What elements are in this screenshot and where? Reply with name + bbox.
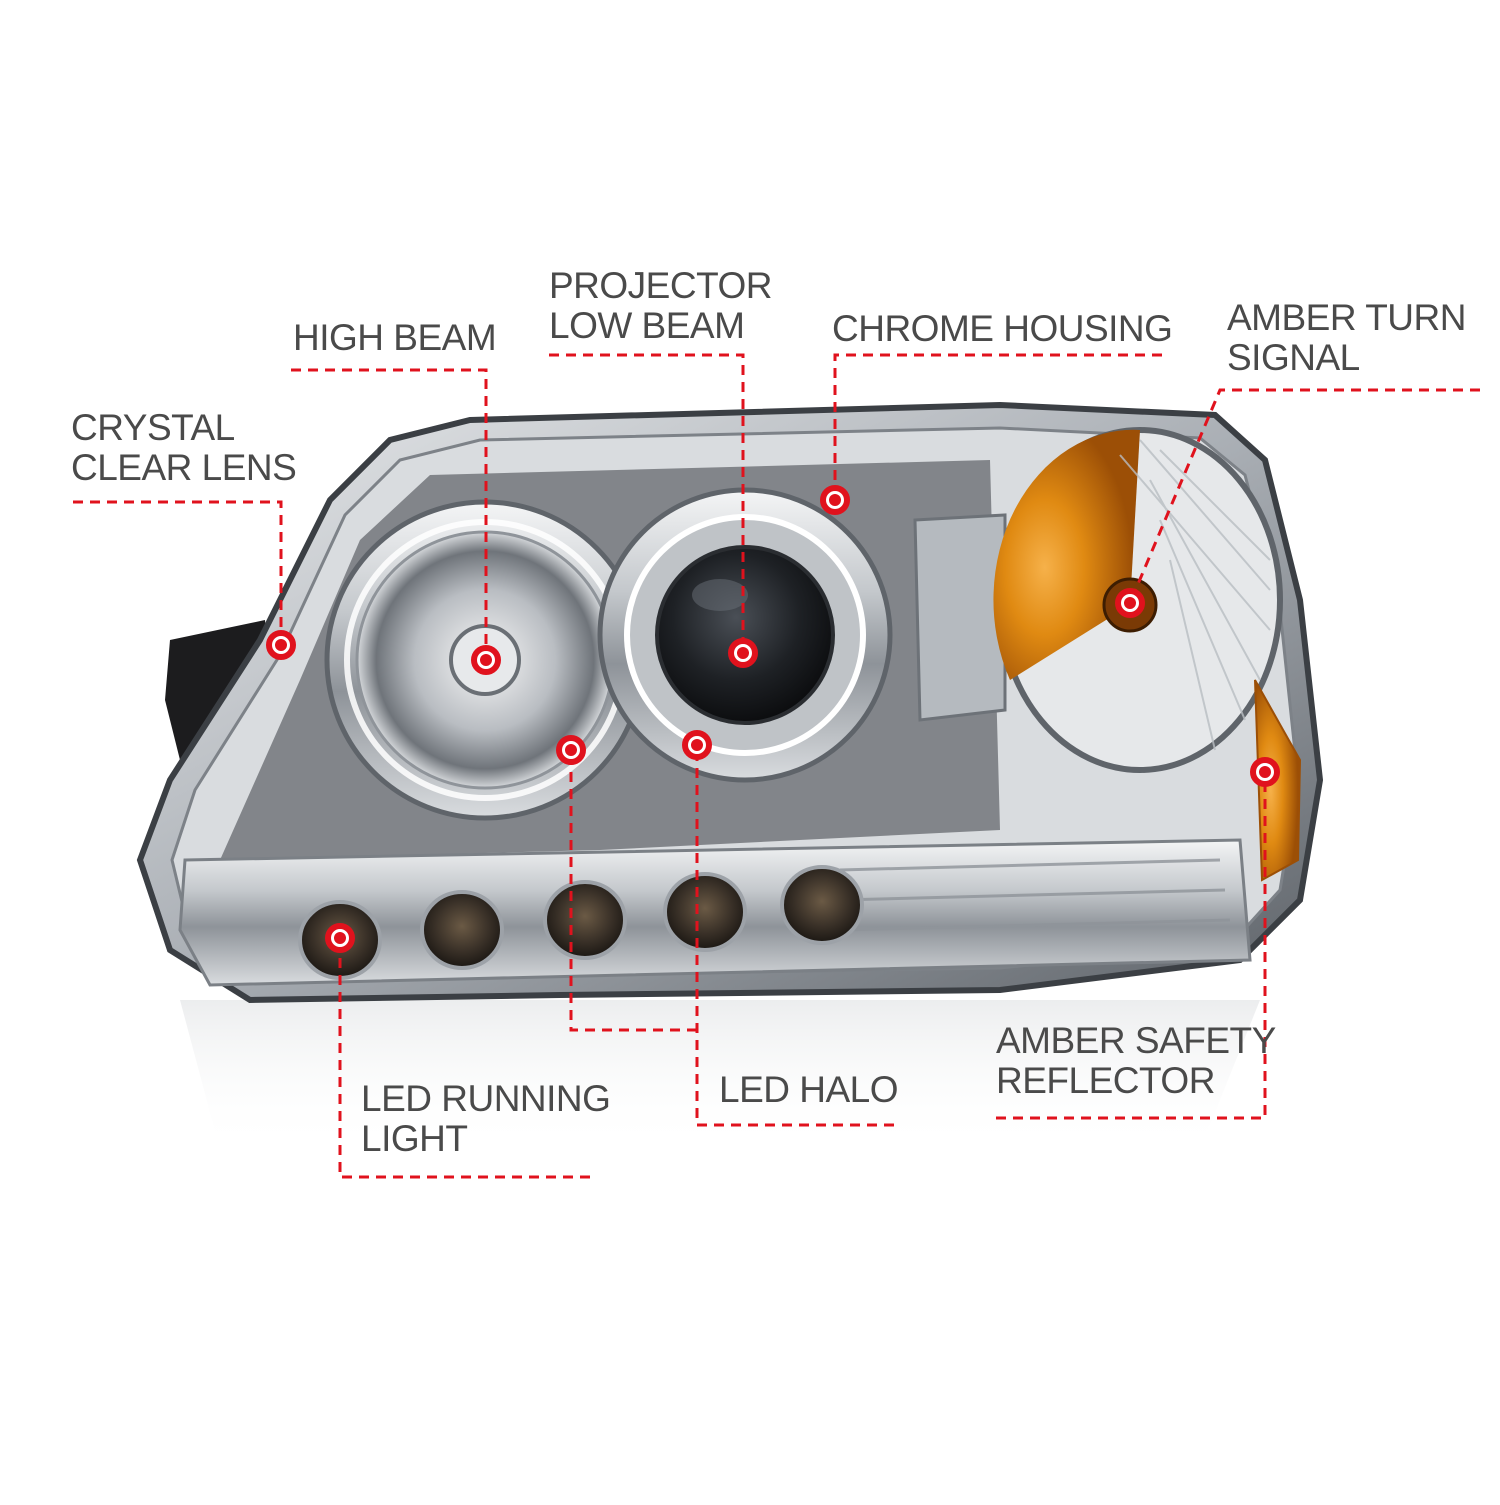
label-led-running-light: LED RUNNING LIGHT — [361, 1078, 611, 1159]
leader-line-projector-low-beam — [549, 353, 745, 653]
callout-marker-dot — [1259, 766, 1271, 778]
label-line: HIGH BEAM — [293, 317, 497, 358]
label-chrome-housing: CHROME HOUSING — [832, 308, 1173, 349]
label-line: SIGNAL — [1227, 337, 1360, 378]
label-line: CRYSTAL — [71, 407, 235, 448]
callout-marker-dot — [737, 647, 749, 659]
label-amber-turn-signal: AMBER TURN SIGNAL — [1227, 298, 1466, 378]
callout-marker-dot — [275, 639, 287, 651]
label-crystal-clear-lens: CRYSTAL CLEAR LENS — [71, 407, 297, 488]
label-line: LOW BEAM — [549, 305, 745, 346]
label-line: PROJECTOR — [549, 265, 773, 306]
callout-marker-dot — [334, 932, 346, 944]
callout-marker-dot — [829, 494, 841, 506]
leader-line-amber-safety-reflector — [996, 772, 1267, 1120]
leader-line-chrome-housing — [833, 353, 1162, 500]
leader-line-led-halo-2 — [569, 750, 697, 1032]
label-line: REFLECTOR — [996, 1060, 1215, 1101]
label-line: LED RUNNING — [361, 1078, 611, 1119]
callout-marker-dot — [1124, 597, 1136, 609]
label-line: LIGHT — [361, 1118, 468, 1159]
label-led-halo: LED HALO — [719, 1069, 899, 1110]
label-high-beam: HIGH BEAM — [293, 317, 497, 358]
label-line: LED HALO — [719, 1069, 899, 1110]
callout-marker-dot — [691, 739, 703, 751]
callout-marker-dot — [565, 744, 577, 756]
leader-line-crystal-clear-lens — [73, 500, 283, 645]
label-line: CHROME HOUSING — [832, 308, 1173, 349]
leader-line-led-halo-1 — [695, 745, 894, 1127]
callout-marker-dot — [480, 654, 492, 666]
leader-line-high-beam — [291, 368, 488, 660]
label-line: AMBER TURN — [1227, 297, 1466, 338]
label-projector-low-beam: PROJECTOR LOW BEAM — [549, 265, 773, 346]
leader-line-amber-turn-signal — [1128, 388, 1480, 604]
label-line: AMBER SAFETY — [996, 1020, 1276, 1061]
leader-line-led-running-light — [338, 938, 590, 1179]
label-line: CLEAR LENS — [71, 447, 297, 488]
label-amber-safety-reflector: AMBER SAFETY REFLECTOR — [996, 1021, 1276, 1101]
